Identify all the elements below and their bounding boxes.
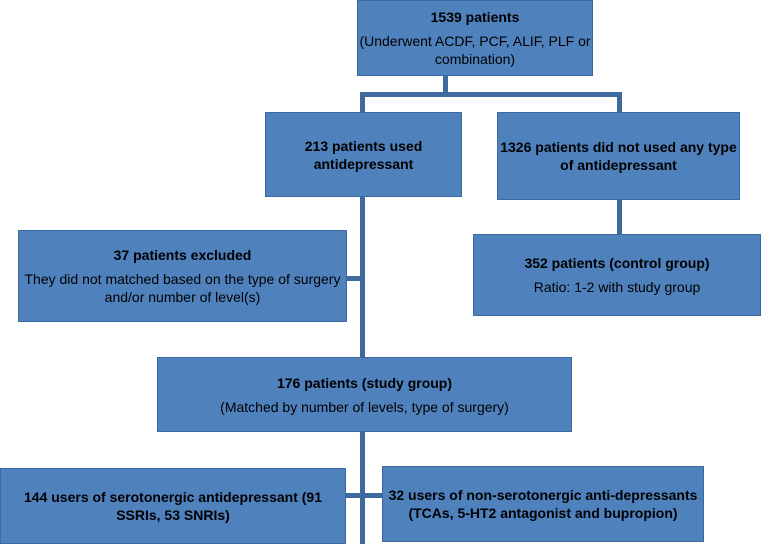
- connector-to-nonsero: [360, 493, 382, 498]
- node-total-patients: 1539 patients (Underwent ACDF, PCF, ALIF…: [357, 0, 593, 76]
- node-nonsero-title: 32 users of non-serotonergic anti-depres…: [388, 487, 698, 521]
- node-serotonergic-users: 144 users of serotonergic antidepressant…: [0, 468, 346, 544]
- node-non-serotonergic-users: 32 users of non-serotonergic anti-depres…: [382, 466, 704, 542]
- connector-to-used: [360, 92, 365, 112]
- node-excluded-title: 37 patients excluded: [113, 247, 252, 263]
- node-total-title: 1539 patients: [430, 9, 520, 25]
- connector-split-horizontal: [360, 92, 622, 97]
- node-control-group: 352 patients (control group) Ratio: 1-2 …: [473, 234, 761, 316]
- connector-notused-to-control: [617, 200, 622, 234]
- node-notused-title: 1326 patients did not used any type of a…: [500, 139, 737, 173]
- connector-to-excluded: [347, 276, 365, 281]
- connector-total-down: [443, 76, 448, 94]
- node-study-subtitle: (Matched by number of levels, type of su…: [220, 398, 509, 415]
- node-used-antidepressant: 213 patients used antidepressant: [265, 112, 462, 197]
- node-used-title: 213 patients used antidepressant: [304, 137, 423, 172]
- connector-to-notused: [617, 92, 622, 112]
- connector-to-sero: [346, 493, 365, 498]
- node-excluded-subtitle: They did not matched based on the type o…: [24, 271, 341, 305]
- node-control-subtitle: Ratio: 1-2 with study group: [533, 279, 701, 295]
- node-control-title: 352 patients (control group): [524, 255, 710, 271]
- node-excluded: 37 patients excluded They did not matche…: [18, 230, 347, 322]
- node-sero-title: 144 users of serotonergic antidepressant…: [24, 489, 322, 523]
- connector-study-down: [360, 432, 365, 544]
- node-study-group: 176 patients (study group) (Matched by n…: [157, 357, 572, 432]
- node-total-subtitle: (Underwent ACDF, PCF, ALIF, PLF or combi…: [359, 33, 591, 67]
- node-study-title: 176 patients (study group): [276, 374, 453, 391]
- node-not-used-antidepressant: 1326 patients did not used any type of a…: [497, 112, 740, 200]
